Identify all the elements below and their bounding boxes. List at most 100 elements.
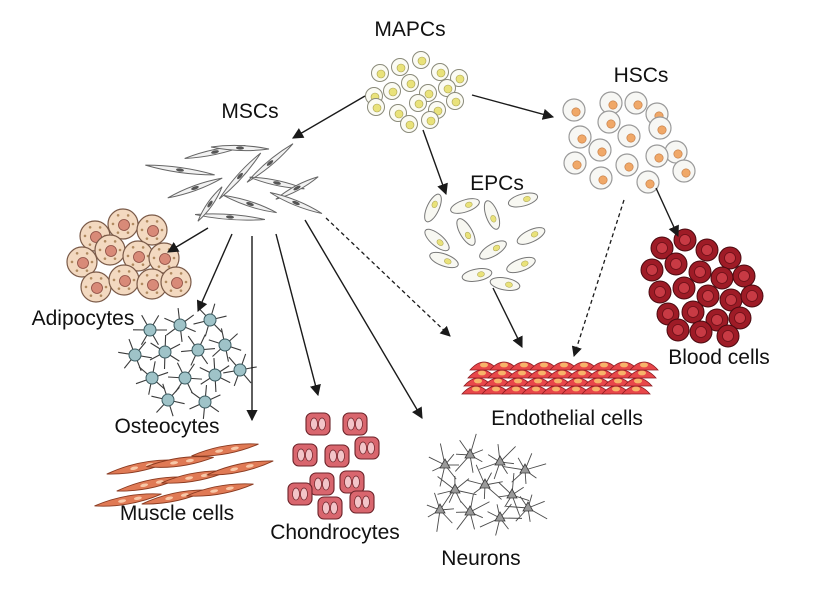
chondrocyte-cell bbox=[339, 470, 365, 494]
epc-cell bbox=[461, 268, 493, 282]
chondrocyte-cell bbox=[349, 490, 375, 514]
osteocyte-cell-cluster bbox=[118, 303, 257, 419]
osteocyte-cell bbox=[208, 328, 242, 362]
endothelial-cell bbox=[541, 385, 571, 395]
adipocyte-cell bbox=[160, 266, 192, 298]
adipocyte-cell bbox=[108, 264, 140, 296]
msc-cell bbox=[275, 176, 319, 200]
muscle-cell bbox=[116, 476, 184, 492]
adipocyte-cell bbox=[94, 234, 126, 266]
blood-cell bbox=[696, 284, 720, 308]
hsc-cell bbox=[563, 151, 587, 175]
endothelial-cell bbox=[583, 377, 613, 387]
epc-cell bbox=[516, 227, 546, 245]
hsc-cell bbox=[648, 116, 672, 140]
hsc-cell bbox=[615, 153, 639, 177]
mapc-cell bbox=[371, 64, 389, 82]
osteocyte-cell bbox=[135, 361, 169, 395]
adipocyte-cell bbox=[80, 271, 112, 303]
label-hscs: HSCs bbox=[614, 64, 669, 87]
osteocyte-cell bbox=[149, 334, 181, 370]
blood-cell bbox=[732, 264, 756, 288]
mapc-cell bbox=[431, 63, 449, 81]
blood-cell bbox=[719, 288, 743, 312]
neuron-cell bbox=[428, 443, 459, 487]
hsc-cell bbox=[645, 144, 669, 168]
adipocyte-cell bbox=[107, 208, 139, 240]
hsc-cell bbox=[597, 110, 621, 134]
mapc-cell bbox=[438, 79, 456, 97]
osteocyte-cell bbox=[132, 314, 167, 346]
arrow-mscs-to-chondrocytes bbox=[275, 233, 321, 397]
muscle-cell bbox=[146, 456, 214, 468]
muscle-cell bbox=[186, 483, 254, 497]
blood-cell bbox=[672, 276, 696, 300]
epc-cell bbox=[483, 200, 501, 230]
arrow-hscs-to-blood-cells bbox=[655, 187, 679, 238]
arrow-mscs-to-osteocytes bbox=[196, 233, 233, 313]
muscle-cell-cluster bbox=[94, 443, 274, 507]
mapc-cell bbox=[367, 98, 385, 116]
epc-cell bbox=[489, 277, 521, 291]
chondrocyte-cell bbox=[324, 444, 350, 468]
osteocyte-cell bbox=[223, 353, 257, 387]
blood-cell bbox=[718, 246, 742, 270]
muscle-cell bbox=[94, 493, 162, 507]
hsc-cell bbox=[617, 124, 641, 148]
blood-cell bbox=[648, 280, 672, 304]
neuron-cell bbox=[498, 473, 530, 516]
hsc-cell bbox=[562, 98, 586, 122]
blood-cell bbox=[673, 228, 697, 252]
msc-cell bbox=[194, 213, 266, 221]
neuron-cell bbox=[455, 494, 490, 530]
msc-cell bbox=[246, 143, 294, 183]
osteocyte-cell bbox=[193, 303, 227, 337]
osteocyte-cell bbox=[151, 383, 185, 417]
blood-cell bbox=[705, 308, 729, 332]
endothelial-cell bbox=[589, 361, 619, 371]
mapc-cell bbox=[412, 51, 430, 69]
blood-cell bbox=[650, 236, 674, 260]
chondrocyte-cell bbox=[305, 412, 331, 436]
adipocyte-cell bbox=[136, 214, 168, 246]
label-blood-cells: Blood cells bbox=[668, 346, 770, 369]
mapc-cell bbox=[446, 92, 464, 110]
arrow-mscs-to-neurons bbox=[304, 219, 423, 419]
msc-cell bbox=[210, 144, 270, 152]
blood-cell bbox=[681, 300, 705, 324]
neuron-cell bbox=[503, 453, 547, 484]
endothelial-cell bbox=[563, 377, 593, 387]
chondrocyte-cell bbox=[292, 443, 318, 467]
arrow-epcs-to-endothelial bbox=[492, 287, 523, 349]
label-adipocytes: Adipocytes bbox=[32, 307, 135, 330]
endothelial-cell bbox=[621, 385, 651, 395]
osteocyte-cell bbox=[189, 385, 221, 419]
blood-cell bbox=[689, 320, 713, 344]
msc-cell bbox=[223, 194, 277, 214]
endothelial-cell bbox=[627, 369, 657, 379]
mapc-cell bbox=[401, 74, 419, 92]
adipocyte-cell bbox=[122, 240, 154, 272]
adipocyte-cell-cluster bbox=[66, 208, 192, 303]
epc-cell bbox=[507, 192, 539, 208]
msc-cell bbox=[218, 152, 262, 200]
epc-cell bbox=[479, 240, 507, 260]
hsc-cell bbox=[568, 125, 592, 149]
msc-cell bbox=[145, 164, 215, 176]
neuron-cell-cluster bbox=[426, 433, 548, 536]
muscle-cell bbox=[191, 443, 259, 457]
blood-cell bbox=[688, 260, 712, 284]
endothelial-cell bbox=[623, 377, 653, 387]
arrow-mapcs-to-epcs bbox=[422, 129, 448, 196]
epc-cell bbox=[506, 256, 536, 274]
label-mapcs: MAPCs bbox=[374, 18, 445, 41]
endothelial-cell bbox=[569, 361, 599, 371]
chondrocyte-cell bbox=[309, 472, 335, 496]
osteocyte-cell bbox=[199, 357, 231, 393]
osteocyte-cell bbox=[167, 362, 202, 394]
blood-cell bbox=[664, 252, 688, 276]
msc-cell bbox=[249, 176, 305, 190]
epc-cell-cluster bbox=[424, 192, 546, 291]
label-neurons: Neurons bbox=[441, 547, 520, 570]
